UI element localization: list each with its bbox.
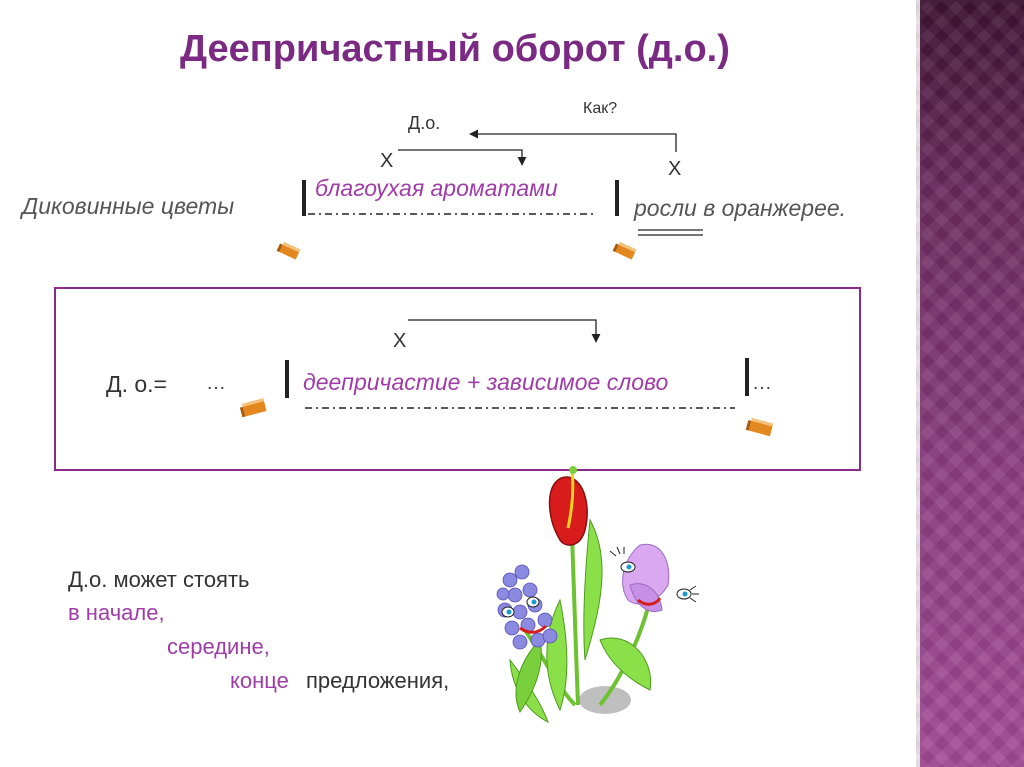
note-line-4-rest: предложения,: [306, 668, 450, 693]
note-line-3: середине,: [167, 634, 270, 659]
formula-arrow-icon: [408, 319, 601, 343]
note-line-2: в начале,: [68, 600, 165, 625]
x-mark-participle: Х: [380, 150, 394, 172]
flower-illustration: [496, 466, 699, 724]
x-mark-formula: Х: [393, 330, 407, 352]
do-label: Д.о.: [408, 113, 441, 133]
note-line-4-highlight: конце: [230, 668, 289, 693]
note-line-1: Д.о. может стоять: [68, 567, 250, 592]
sentence-subject: Диковинные цветы: [22, 193, 235, 219]
bracket-marker-icon: [239, 242, 774, 437]
arrow-icon: [398, 129, 677, 166]
bracket-right: [615, 180, 619, 216]
decorative-sidebar: [916, 0, 1024, 767]
formula-left: Д. о.=: [106, 371, 167, 397]
x-mark-predicate: Х: [668, 158, 682, 180]
participial-phrase: благоухая ароматами: [315, 175, 558, 201]
formula-bracket-right: [745, 358, 749, 396]
ellipsis-left: …: [206, 372, 226, 394]
bracket-left: [302, 180, 306, 216]
sentence-predicate: росли в оранжерее.: [634, 195, 847, 221]
ellipsis-right: …: [752, 372, 772, 394]
formula-box: [54, 287, 861, 471]
formula-bracket-left: [285, 360, 289, 398]
diagram-graphics: [239, 129, 774, 724]
formula-body: деепричастие + зависимое слово: [303, 369, 669, 395]
slide: Деепричастный оборот (д.о.) Как? Д.о. Х …: [22, 28, 861, 724]
question-label: Как?: [583, 100, 618, 117]
slide-title: Деепричастный оборот (д.о.): [180, 28, 730, 70]
